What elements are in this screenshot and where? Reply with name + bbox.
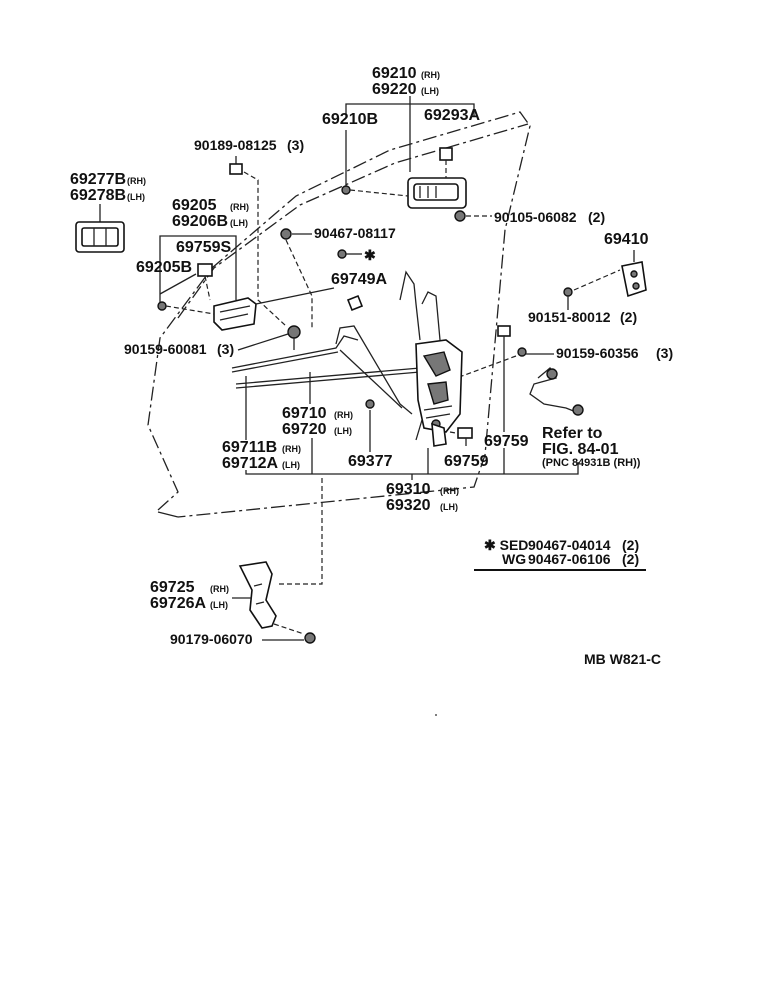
- clip-90189: [229, 156, 287, 327]
- label-69278b-lh: (LH): [127, 192, 145, 202]
- scan-dot: [435, 714, 437, 716]
- label-69712a-lh: (LH): [282, 460, 300, 470]
- label-69205: 69205: [172, 197, 217, 214]
- bracket-69310: [245, 438, 579, 480]
- note-line1-part: 90467-04014: [528, 537, 611, 553]
- striker-69410: [563, 250, 647, 310]
- label-69759s: 69759S: [176, 239, 231, 256]
- handle-69205: [157, 263, 335, 350]
- bezel-69277b: [75, 204, 125, 253]
- label-asterisk: ✱: [364, 247, 376, 263]
- clip-69759-b: [457, 427, 473, 446]
- label-90105: 90105-06082: [494, 209, 577, 225]
- label-fig-84-01: FIG. 84-01: [542, 441, 619, 458]
- label-69725: 69725: [150, 579, 195, 596]
- label-69749a: 69749A: [331, 271, 387, 288]
- label-69710: 69710: [282, 405, 327, 422]
- note-line2-part: 90467-06106: [528, 551, 611, 567]
- bracket-69725-part: [232, 561, 316, 644]
- label-90159-60081: 90159-60081: [124, 341, 207, 357]
- clip-69377: [365, 399, 375, 452]
- label-69277b-rh: (RH): [127, 176, 146, 186]
- label-69210b: 69210B: [322, 111, 378, 128]
- label-90179: 90179-06070: [170, 631, 253, 647]
- label-69205b: 69205B: [136, 259, 192, 276]
- label-69720: 69720: [282, 421, 327, 438]
- label-90159-60356: 90159-60356: [556, 345, 639, 361]
- label-69711b-rh: (RH): [282, 444, 301, 454]
- label-69210-rh: (RH): [421, 70, 440, 80]
- bracket-69210: [345, 96, 475, 188]
- label-90189-qty: (3): [287, 137, 304, 153]
- label-69278b: 69278B: [70, 187, 126, 204]
- wire-harness: [529, 367, 584, 416]
- label-69320-lh: (LH): [440, 502, 458, 512]
- inside-handle-part: [341, 147, 492, 222]
- label-69726a-lh: (LH): [210, 600, 228, 610]
- label-69377: 69377: [348, 453, 393, 470]
- label-90159-60081-qty: (3): [217, 341, 234, 357]
- label-69310-rh: (RH): [440, 486, 459, 496]
- label-refer-to: Refer to: [542, 425, 603, 442]
- screw-90159-60356: [461, 347, 554, 377]
- clip-69749a: [346, 294, 364, 312]
- lock-rods: [231, 270, 441, 441]
- label-69206b-lh: (LH): [230, 218, 248, 228]
- label-69310: 69310: [386, 481, 431, 498]
- note-line2-code: WG: [502, 551, 526, 567]
- leader-69725-dash: [278, 478, 323, 585]
- label-69720-lh: (LH): [334, 426, 352, 436]
- note-box: ✱ SED 90467-04014 (2) WG 90467-06106 (2): [474, 537, 646, 571]
- label-90189: 90189-08125: [194, 137, 277, 153]
- clip-69759-a: [497, 325, 511, 432]
- label-69410: 69410: [604, 231, 649, 248]
- screw-90467-08117: [280, 228, 362, 330]
- lock-assembly-69310: [415, 339, 473, 447]
- label-69220: 69220: [372, 81, 417, 98]
- label-90159-60356-qty: (3): [656, 345, 673, 361]
- label-69205-rh: (RH): [230, 202, 249, 212]
- bracket-69205: [159, 235, 237, 304]
- label-69220-lh: (LH): [421, 86, 439, 96]
- label-90151-qty: (2): [620, 309, 637, 325]
- label-69206b: 69206B: [172, 213, 228, 230]
- label-69293a: 69293A: [424, 107, 480, 124]
- label-69759-b: 69759: [444, 453, 489, 470]
- label-69726a: 69726A: [150, 595, 206, 612]
- label-69712a: 69712A: [222, 455, 278, 472]
- label-69710-rh: (RH): [334, 410, 353, 420]
- label-69711b: 69711B: [222, 439, 277, 456]
- label-69320: 69320: [386, 497, 431, 514]
- label-69759-a: 69759: [484, 433, 529, 450]
- label-90151: 90151-80012: [528, 309, 611, 325]
- label-69725-rh: (RH): [210, 584, 229, 594]
- note-line1-qty: (2): [622, 537, 639, 553]
- label-69210: 69210: [372, 65, 417, 82]
- leader-90159-60081: [237, 333, 289, 351]
- note-line1-code: ✱ SED: [484, 537, 528, 553]
- label-90467-08117: 90467-08117: [314, 225, 396, 241]
- diagram-code: MB W821-C: [584, 651, 661, 667]
- note-line2-qty: (2): [622, 551, 639, 567]
- label-90105-qty: (2): [588, 209, 605, 225]
- label-69277b: 69277B: [70, 171, 126, 188]
- label-pnc: (PNC 84931B (RH)): [542, 457, 641, 469]
